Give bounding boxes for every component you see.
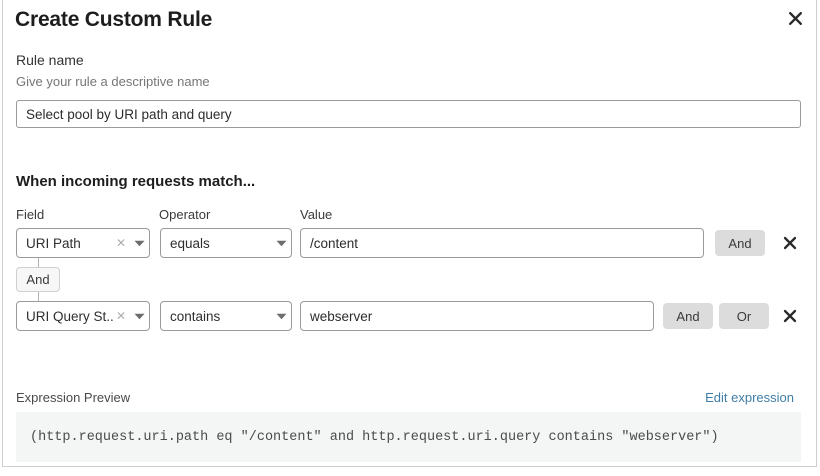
expression-preview-code: (http.request.uri.path eq "/content" and…	[30, 429, 719, 445]
delete-condition-row-1[interactable]	[778, 229, 802, 257]
column-header-field: Field	[16, 207, 45, 222]
close-icon	[788, 11, 803, 26]
connector-line-top	[38, 258, 39, 268]
chevron-down-icon	[271, 240, 291, 247]
create-custom-rule-dialog: Create Custom Rule Rule name Give your r…	[2, 0, 817, 467]
field-select-row-1[interactable]: URI Path ✕	[16, 228, 150, 258]
close-icon	[783, 309, 797, 323]
rule-name-input[interactable]	[16, 100, 801, 128]
field-select-row-2[interactable]: URI Query St... ✕	[16, 301, 150, 331]
rule-name-label: Rule name	[16, 52, 84, 68]
close-icon	[783, 236, 797, 250]
close-dialog-button[interactable]	[784, 7, 806, 29]
value-input-row-1[interactable]	[300, 228, 704, 258]
expression-preview-label: Expression Preview	[16, 390, 131, 405]
and-button-row-1[interactable]: And	[715, 230, 765, 256]
operator-select-value: equals	[170, 235, 210, 251]
chevron-down-icon	[129, 313, 149, 320]
operator-select-row-1[interactable]: equals	[160, 228, 292, 258]
field-select-value: URI Path	[26, 235, 81, 251]
edit-expression-link[interactable]: Edit expression	[705, 390, 794, 405]
clear-x-icon[interactable]: ✕	[115, 236, 126, 250]
connector-line-bottom	[38, 292, 39, 302]
chevron-down-icon	[129, 240, 149, 247]
value-input-row-2[interactable]	[300, 301, 654, 331]
chevron-down-icon	[271, 313, 291, 320]
column-header-value: Value	[300, 207, 333, 222]
dialog-title: Create Custom Rule	[15, 8, 213, 31]
condition-row: URI Path ✕ equals And	[3, 228, 820, 258]
clear-x-icon[interactable]: ✕	[115, 309, 126, 323]
condition-row: URI Query St... ✕ contains And Or	[3, 301, 820, 331]
expression-preview-box: (http.request.uri.path eq "/content" and…	[16, 412, 801, 462]
group-connector-and-button[interactable]: And	[16, 267, 60, 292]
column-header-operator: Operator	[159, 207, 211, 222]
delete-condition-row-2[interactable]	[778, 302, 802, 330]
and-button-row-2[interactable]: And	[663, 303, 713, 329]
or-button-row-2[interactable]: Or	[719, 303, 769, 329]
field-select-value: URI Query St...	[26, 308, 114, 324]
match-section-heading: When incoming requests match...	[16, 173, 256, 190]
operator-select-value: contains	[170, 308, 221, 324]
operator-select-row-2[interactable]: contains	[160, 301, 292, 331]
rule-name-help-text: Give your rule a descriptive name	[16, 74, 210, 89]
